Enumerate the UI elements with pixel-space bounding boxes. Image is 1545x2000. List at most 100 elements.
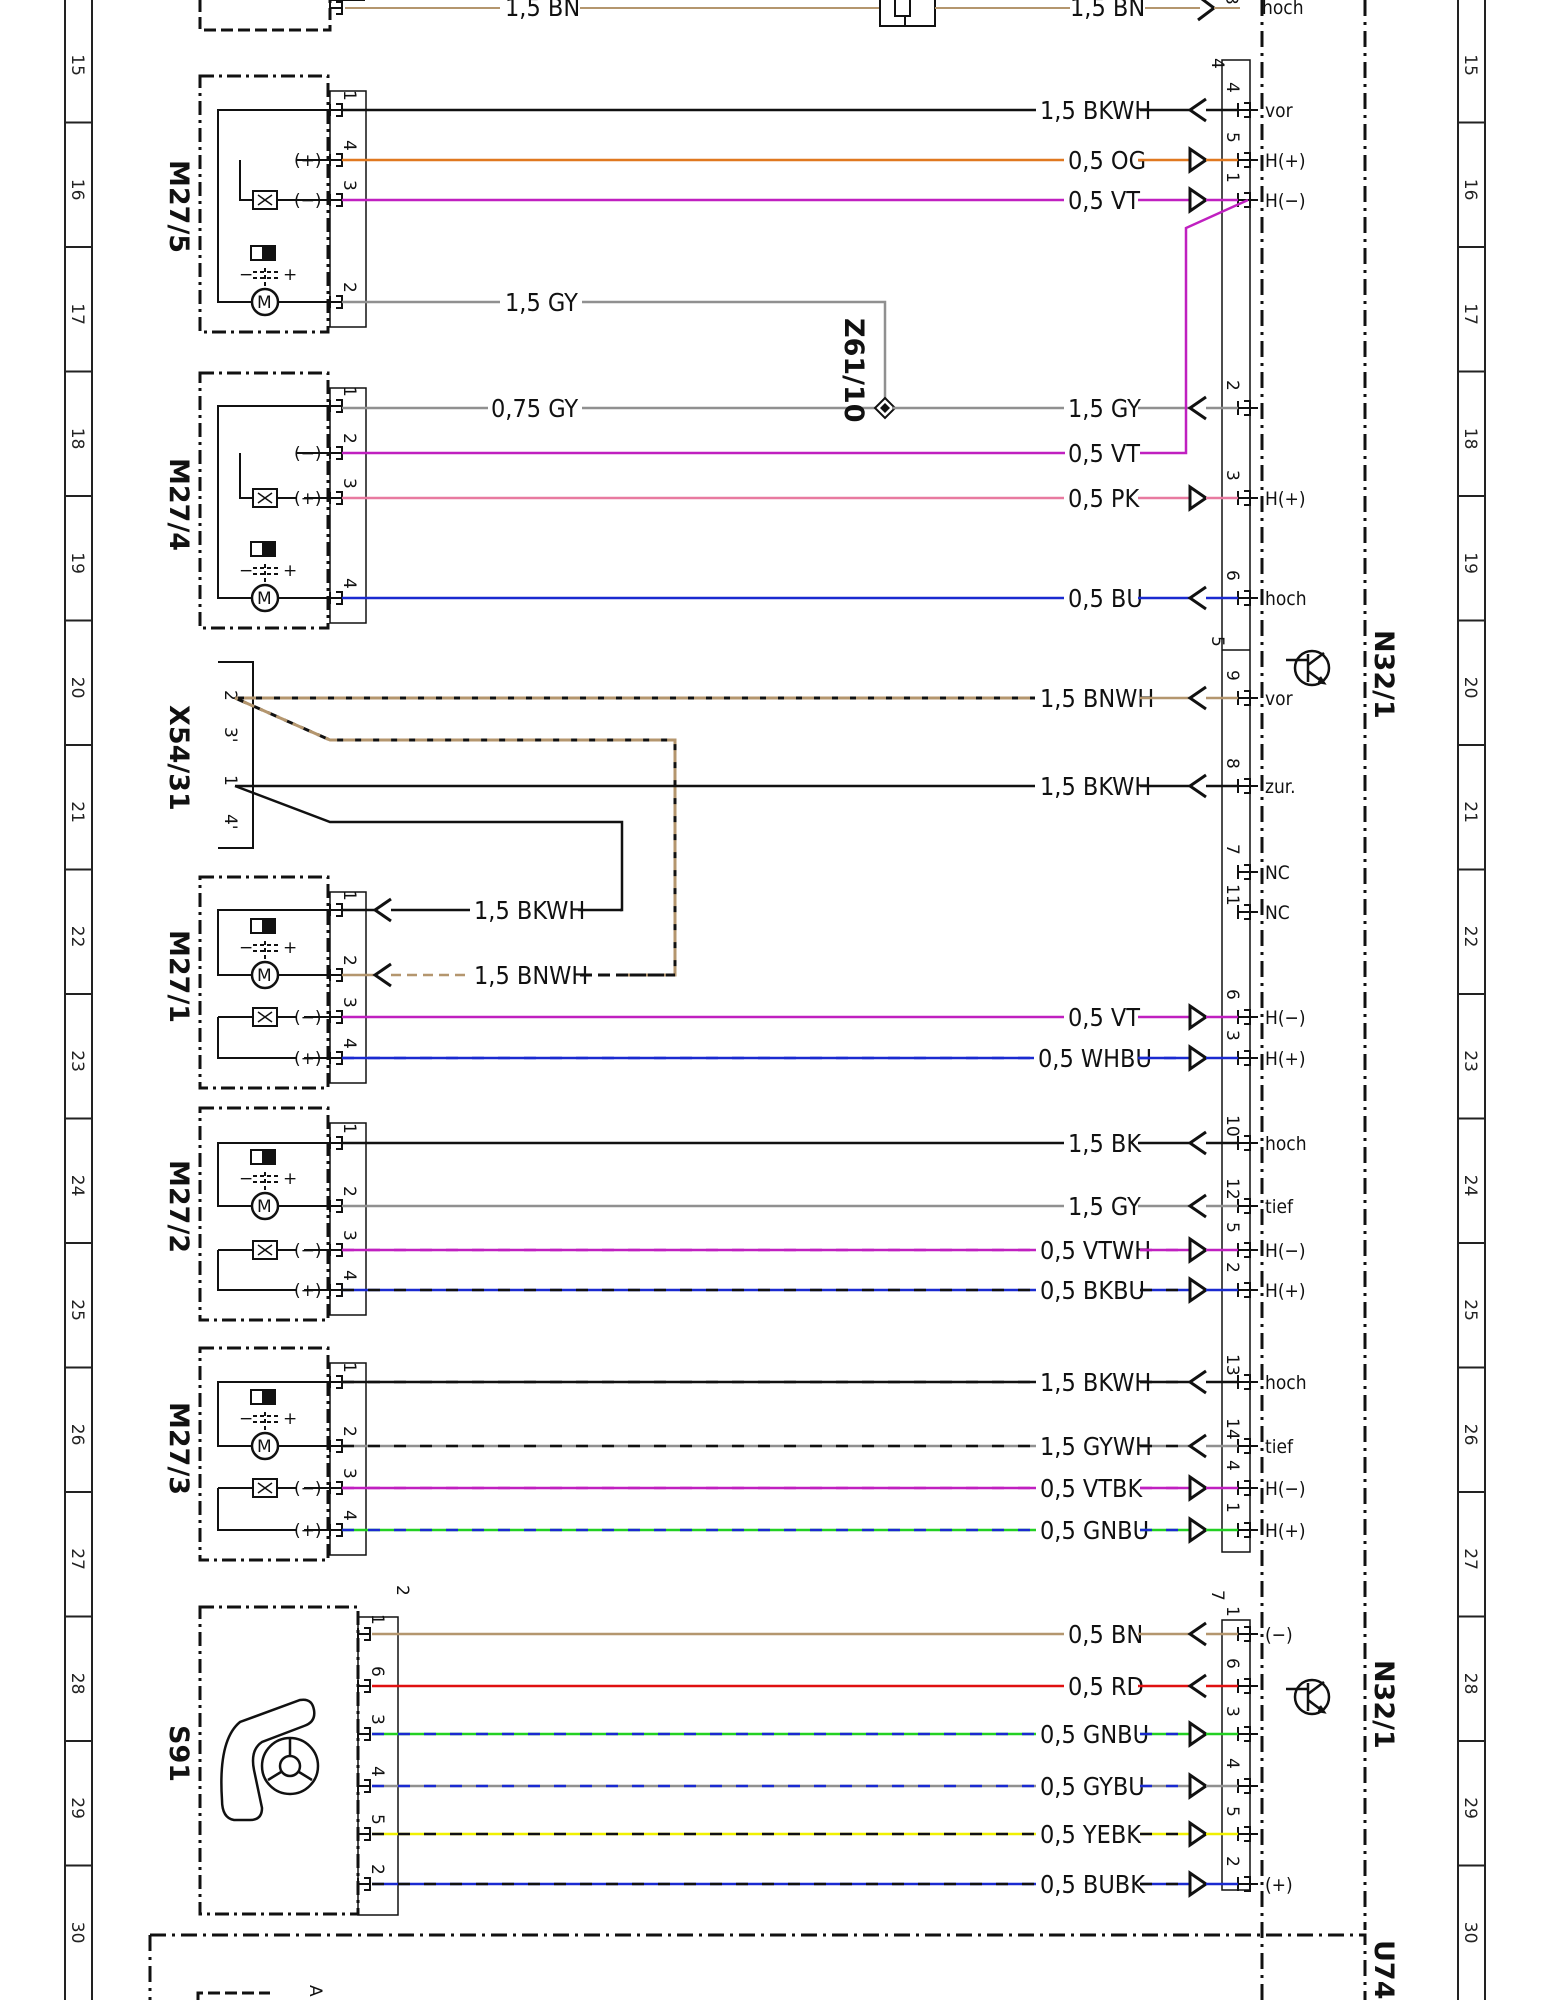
pin-number: 9 [1222,670,1242,681]
terminal-label: (−) [294,1241,322,1261]
ruler-number-right: 22 [1460,926,1480,948]
ruler-number-left: 30 [67,1922,87,1944]
pin-function: H(−) [1265,1478,1306,1500]
pin-number: 3 [367,1714,387,1725]
pin-number: 5 [1222,1806,1242,1817]
u749-frame [150,1933,1367,2000]
arrow-icon [1188,1720,1209,1748]
hall-sensor-icon [252,488,278,508]
svg-text:+: + [283,1169,297,1189]
pin-number: 4 [367,1766,387,1777]
ruler-number-left: 25 [67,1299,87,1321]
terminal-label: (−) [294,444,322,464]
arrow-icon [1187,1369,1207,1395]
pin-number: 4 [339,1510,359,1521]
pin-function: H(+) [1265,1048,1306,1070]
svg-text:0,75 GY: 0,75 GY [491,394,578,423]
svg-text:1,5 GY: 1,5 GY [505,288,578,317]
wire-w-m274-4: 0,5 BU [342,584,1190,613]
wire-w-m273-2: 1,5 GYWH [342,1432,1190,1461]
arrow-icon [1187,1673,1207,1699]
arrow-icon [1188,1772,1209,1800]
wire-w-s91-4: 0,5 GYBU [372,1772,1190,1801]
ruler-number-right: 19 [1460,552,1480,574]
terminal-label: (+) [294,1049,322,1069]
wire-label: 0,5 BN [1068,1620,1143,1649]
pin-number: 1 [367,1614,387,1625]
svg-text:1,5 BNWH: 1,5 BNWH [474,961,588,990]
component-box-m27-5 [198,74,330,334]
transistor-icon-bottom [1286,1678,1331,1716]
svg-text:3: 3 [1221,0,1241,5]
svg-text:−: − [239,265,253,285]
svg-text:0,5 VT: 0,5 VT [1068,439,1140,468]
wire-w-m274-1: 0,75 GY [342,394,897,423]
component-label-m27-1: M27/1 [163,930,194,1023]
pin-number: 4 [339,1038,359,1049]
ruler-number-right: 15 [1460,54,1480,76]
motor-icon: M−+ [239,918,297,990]
motor-icon: M−+ [239,245,297,317]
pin-number: 2 [1222,1856,1242,1867]
svg-text:−: − [239,1409,253,1429]
terminal-label: (+) [294,489,322,509]
component-box-m27-4 [198,371,330,630]
wire-w-m274-3: 0,5 PK [342,484,1190,513]
arrow-icon [1188,1044,1209,1072]
arrow-icon [1187,685,1207,711]
ruler-number-right: 24 [1460,1175,1480,1197]
pin-number: 6 [1222,570,1242,581]
pin-function: H(−) [1265,1240,1306,1262]
pin-number: 4 [339,578,359,589]
ruler-number-right: 20 [1460,677,1480,699]
wire-w-m272-1: 1,5 BK [342,1129,1190,1158]
pin-number: 3 [1222,1706,1242,1717]
pin-function-top: hoch [1262,0,1304,19]
ruler-number-right: 18 [1460,428,1480,450]
pin-number: 1 [1222,1606,1242,1617]
wire-w-m273-1: 1,5 BKWH [342,1368,1190,1397]
left-ruler [64,0,93,2000]
pin-function: vor [1265,688,1294,710]
component-label-z61-10: Z61/10 [838,318,869,423]
pin-number: 2 [367,1864,387,1875]
arrow-icon [1187,395,1207,421]
pin-number: 3' [220,727,240,743]
motor-icon: M−+ [239,1149,297,1221]
arrow-icon [1187,1130,1207,1156]
wire-w-m273-3: 0,5 VTBK [342,1474,1190,1503]
svg-text:7: 7 [1207,1590,1227,1601]
ruler-number-left: 18 [67,428,87,450]
wire-label: 0,5 GNBU [1040,1516,1149,1545]
pin-function: H(+) [1265,488,1306,510]
hall-sensor-icon [252,1240,278,1260]
svg-text:1,5 BKWH: 1,5 BKWH [474,896,585,925]
svg-text:+: + [283,938,297,958]
arrow-icon [1188,1236,1209,1264]
wire-label: 1,5 GY [1068,1192,1141,1221]
pin-number: 1 [1222,1502,1242,1513]
pin-number: 1 [339,1362,359,1373]
svg-text:+: + [283,561,297,581]
hall-sensor-icon [252,1007,278,1027]
ruler-number-left: 24 [67,1175,87,1197]
pin-function: NC [1265,902,1290,924]
component-label-m27-5: M27/5 [163,160,194,253]
pin-number: 1 [339,90,359,101]
svg-text:5: 5 [1207,636,1227,647]
pin-number: 2 [339,282,359,293]
component-label-m27-3: M27/3 [163,1402,194,1495]
svg-text:M: M [257,1437,272,1457]
arrow-icon [1188,1003,1209,1031]
svg-text:+: + [283,265,297,285]
pin-function: tief [1265,1436,1294,1458]
pin-function: hoch [1265,1133,1307,1155]
ruler-number-right: 25 [1460,1299,1480,1321]
arrow-icon [1188,1870,1209,1898]
component-label-x54-31: X54/31 [163,705,194,811]
arrow-icon [1187,97,1207,123]
wire-label: 0,5 PK [1068,484,1140,513]
pin-function: vor [1265,100,1294,122]
ruler-number-left: 26 [67,1424,87,1446]
svg-text:1,5 BKWH: 1,5 BKWH [1040,772,1151,801]
